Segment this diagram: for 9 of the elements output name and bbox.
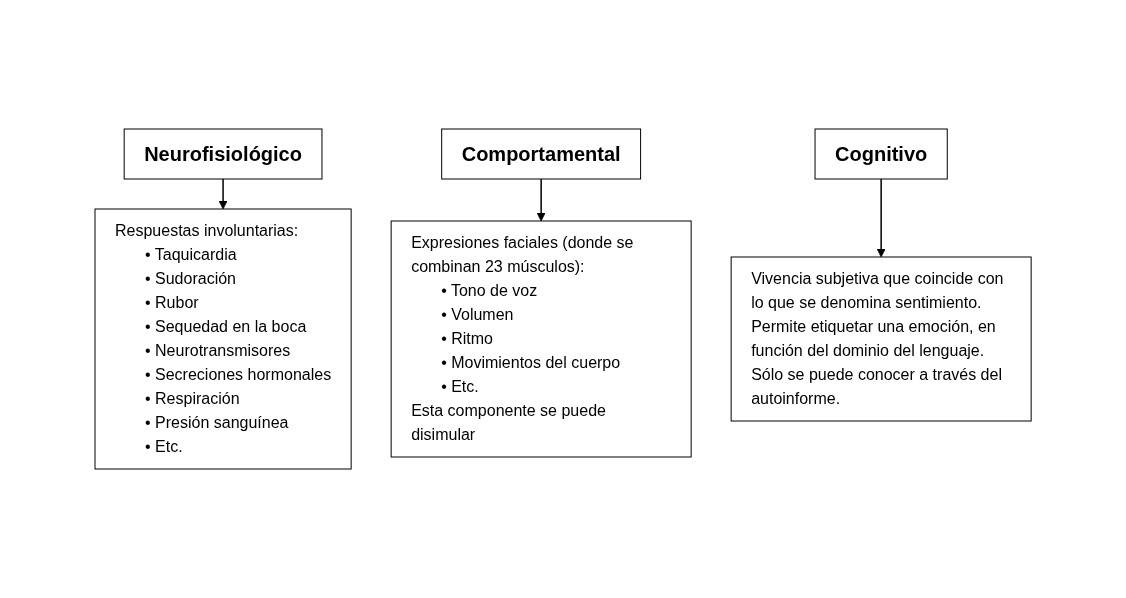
- arrow: [536, 178, 546, 222]
- node-box: Expresiones faciales (donde se combinan 23 músculos): • Tono de voz • Volumen • Ritmo • Movimientos del cuerpo • Etc. Esta componente se puede disimular: [390, 220, 692, 458]
- node-box: Vivencia subjetiva que coincide con lo que se denomina sentimiento. Permite etiquetar una emoción, en función del dominio del lenguaje. Sólo se puede conocer a través del autoinforme.: [730, 256, 1032, 422]
- node-box: Respuestas involuntarias: • Taquicardia • Sudoración • Rubor • Sequedad en la boca • Neurotransmisores • Secreciones hormonales • Respiración • Presión sanguínea • Etc.: [94, 208, 352, 470]
- node-box: Comportamental: [441, 128, 641, 180]
- arrow: [218, 178, 228, 210]
- node-box: Cognitivo: [814, 128, 948, 180]
- arrow: [876, 178, 886, 258]
- node-box: Neurofisiológico: [123, 128, 323, 180]
